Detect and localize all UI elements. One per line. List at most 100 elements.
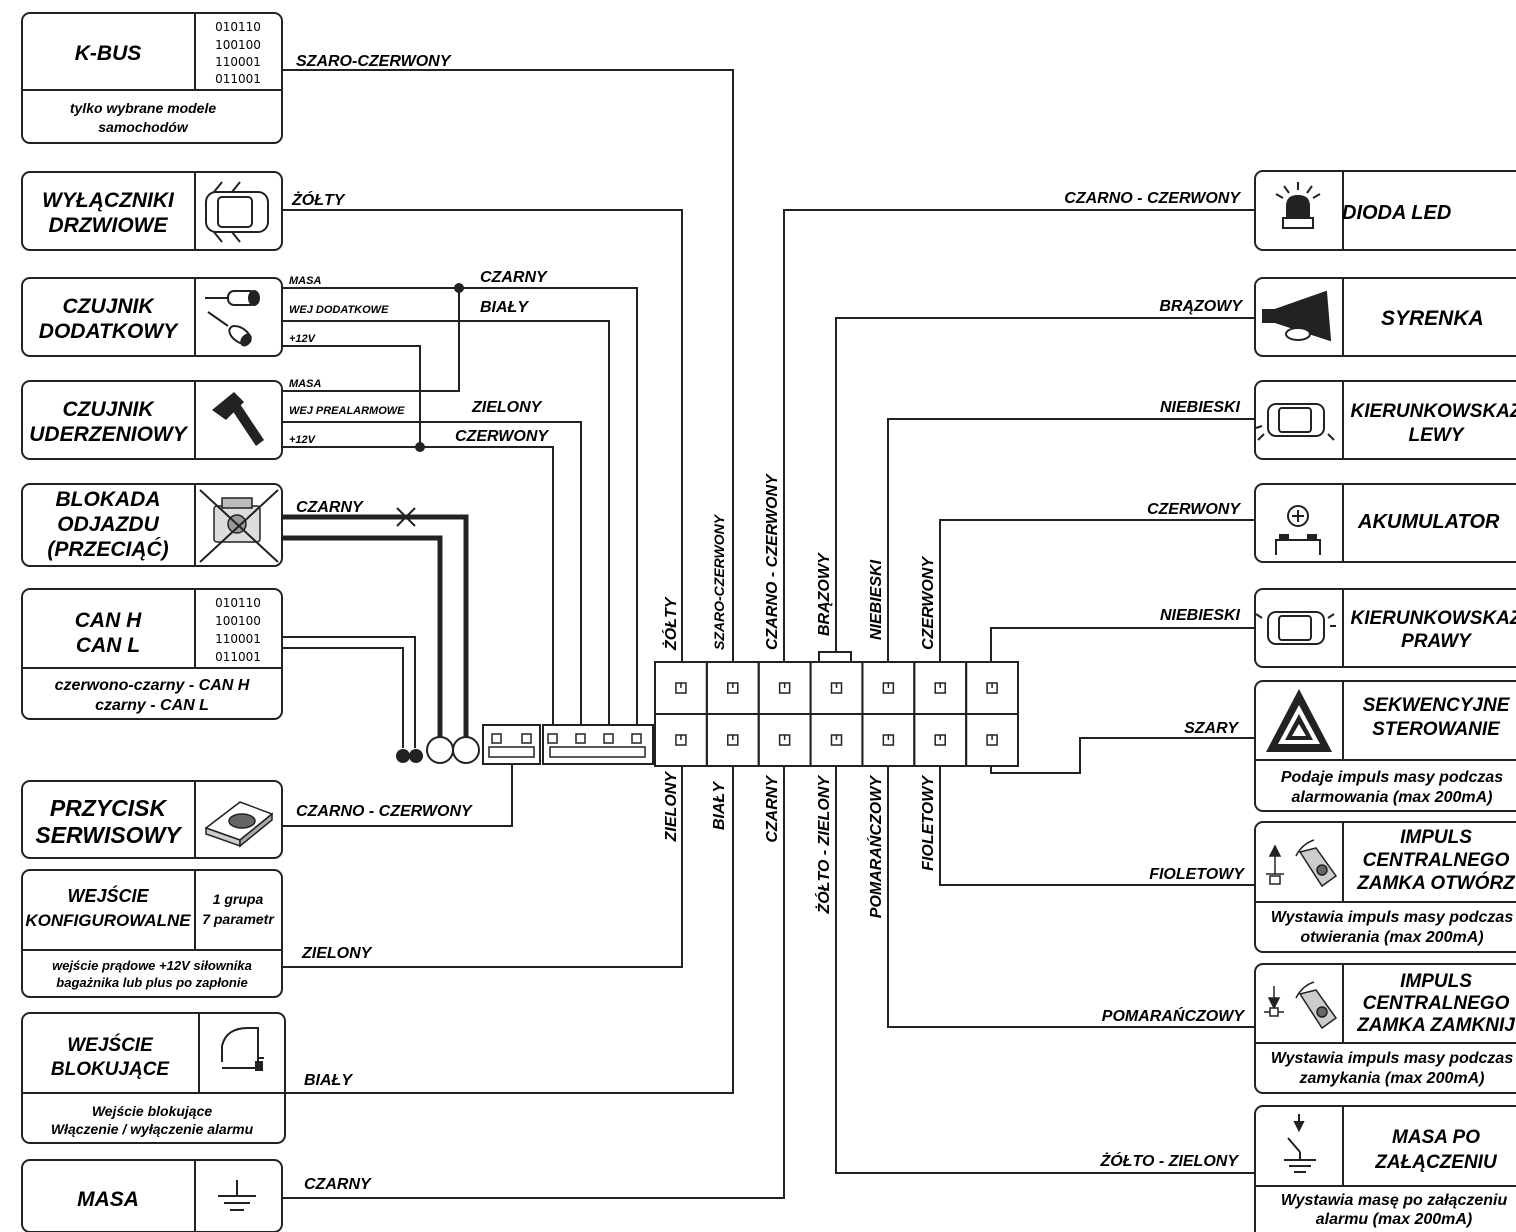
- hammer-icon: [212, 392, 264, 446]
- module-title: WEJŚCIE: [67, 885, 149, 906]
- wire-label: POMARAŃCZOWY: [1102, 1006, 1246, 1025]
- module-title: KIERUNKOWSKAZ: [1351, 608, 1516, 629]
- can-terminal: [396, 749, 410, 763]
- conn-label-top: CZARNO - CZERWONY: [764, 473, 781, 650]
- module-note: Podaje impuls masy podczas: [1281, 769, 1503, 786]
- horn-icon: [1262, 290, 1332, 342]
- car-indicator-right-icon: [1255, 611, 1336, 645]
- ring-terminal: [426, 736, 454, 764]
- module-title: CZUJNIK: [62, 398, 155, 421]
- wire-can-h: [282, 636, 416, 748]
- conn-label-top: NIEBIESKI: [868, 559, 885, 640]
- module-siren: SYRENKA BRĄZOWY: [1159, 277, 1516, 357]
- module-title: ODJAZDU: [57, 513, 159, 536]
- module-note: Wystawia masę po załączeniu: [1281, 1192, 1508, 1209]
- module-ground-after: MASA PO ZAŁĄCZENIU Wystawia masę po załą…: [1100, 1105, 1516, 1232]
- wire-ground: [282, 742, 785, 1199]
- wire-label: CZERWONY: [455, 428, 549, 445]
- wire-can-l: [282, 647, 404, 748]
- wire-siren: [835, 317, 1255, 652]
- unlock-actuator-icon: [1266, 839, 1338, 888]
- wire-kbus: [282, 69, 734, 685]
- conn-label-bottom: CZARNY: [764, 775, 781, 843]
- binary-line: 011001: [215, 72, 261, 86]
- module-title: IMPULS: [1400, 971, 1472, 992]
- wire-extra-masa: [282, 287, 638, 738]
- wire-shock-12v: [282, 446, 554, 738]
- module-title: DIODA LED: [1342, 202, 1451, 224]
- binary-line: 110001: [215, 55, 261, 69]
- module-ground: MASA CZARNY: [21, 1159, 372, 1232]
- conn-label-top: BRĄZOWY: [816, 552, 833, 636]
- conn-label-bottom: FIOLETOWY: [920, 775, 937, 871]
- pin-label: +12V: [289, 434, 317, 446]
- module-title: CAN H: [75, 609, 142, 632]
- wire-label: BRĄZOWY: [1159, 298, 1243, 315]
- junction-dot: [415, 442, 425, 452]
- module-title: MASA: [77, 1188, 139, 1211]
- pin-label: +12V: [289, 333, 317, 345]
- module-side: 1 grupa: [213, 891, 264, 907]
- door-switch-icon: [221, 1027, 264, 1071]
- connector-cell: [965, 713, 1019, 767]
- wire-label: ZIELONY: [301, 945, 373, 962]
- binary-line: 100100: [215, 38, 261, 52]
- module-note: czerwono-czarny - CAN H: [55, 677, 250, 694]
- module-shock-sensor: CZUJNIK UDERZENIOWY MASA WEJ PREALARMOWE…: [21, 378, 549, 460]
- module-title: SYRENKA: [1381, 307, 1484, 330]
- module-note: bagażnika lub plus po zapłonie: [56, 975, 247, 990]
- module-note: zamykania (max 200mA): [1299, 1070, 1485, 1087]
- connector-2pin: [482, 724, 541, 765]
- ring-terminal: [452, 736, 480, 764]
- module-note: tylko wybrane modele: [70, 100, 216, 116]
- wire-service: [282, 762, 513, 827]
- wire-label: ŻÓŁTO - ZIELONY: [1100, 1151, 1240, 1170]
- binary-line: 010110: [215, 596, 261, 610]
- wire-immo-a: [282, 514, 469, 738]
- sensor-probe-icon: [205, 290, 260, 347]
- binary-line: 100100: [215, 614, 261, 628]
- module-title: LEWY: [1409, 425, 1466, 446]
- wire-label: CZARNY: [480, 269, 548, 286]
- wire-label: CZARNY: [296, 499, 364, 516]
- wire-doors: [282, 209, 683, 685]
- module-title: (PRZECIĄĆ): [47, 537, 168, 561]
- module-title: K-BUS: [75, 42, 142, 65]
- wire-lock-close: [887, 742, 1255, 1028]
- module-lock-close: IMPULS CENTRALNEGO ZAMKA ZAMKNIJ Wystawi…: [1102, 963, 1516, 1094]
- beacon-icon: [1275, 182, 1321, 229]
- module-title: UDERZENIOWY: [29, 423, 188, 446]
- conn-label-bottom: ZIELONY: [663, 771, 680, 843]
- conn-label-bottom: BIAŁY: [711, 781, 728, 830]
- junction-dot: [454, 283, 464, 293]
- connector-4pin: [542, 724, 654, 765]
- module-note: otwierania (max 200mA): [1300, 929, 1483, 946]
- switched-ground-icon: [1284, 1114, 1316, 1173]
- module-title: MASA PO: [1392, 1127, 1480, 1148]
- wire-label: FIOLETOWY: [1149, 866, 1245, 883]
- conn-label-bottom: ŻÓŁTO - ZIELONY: [814, 775, 833, 915]
- module-right-indicator: KIERUNKOWSKAZ PRAWY NIEBIESKI: [1160, 588, 1516, 668]
- module-extra-sensor: CZUJNIK DODATKOWY MASA WEJ DODATKOWE +12…: [21, 269, 548, 357]
- pin-label: WEJ DODATKOWE: [289, 304, 389, 316]
- wire-battery: [939, 519, 1255, 685]
- module-doors: WYŁĄCZNIKI DRZWIOWE ŻÓŁTY: [21, 171, 346, 251]
- module-note: czarny - CAN L: [95, 697, 209, 714]
- wire-immo-b: [282, 535, 443, 738]
- main-connector: [654, 651, 1019, 767]
- connector-labels: ŻÓŁTY SZARO-CZERWONY CZARNO - CZERWONY B…: [661, 473, 937, 918]
- wire-extra-wej: [282, 320, 610, 738]
- module-led: DIODA LED CZARNO - CZERWONY: [1064, 170, 1516, 251]
- wire-led: [783, 209, 1255, 685]
- can-terminal: [409, 749, 423, 763]
- wire-label: CZERWONY: [1147, 501, 1241, 518]
- crossed-engine-icon: [199, 489, 279, 563]
- module-note: wejście prądowe +12V siłownika: [52, 958, 252, 973]
- module-battery: AKUMULATOR CZERWONY: [1147, 483, 1516, 563]
- wire-label: BIAŁY: [480, 299, 529, 316]
- wire-label: ZIELONY: [471, 399, 543, 416]
- module-immobilizer: BLOKADA ODJAZDU (PRZECIĄĆ) CZARNY: [21, 483, 364, 567]
- module-title: AKUMULATOR: [1357, 511, 1500, 533]
- wire-shock-masa: [282, 288, 460, 392]
